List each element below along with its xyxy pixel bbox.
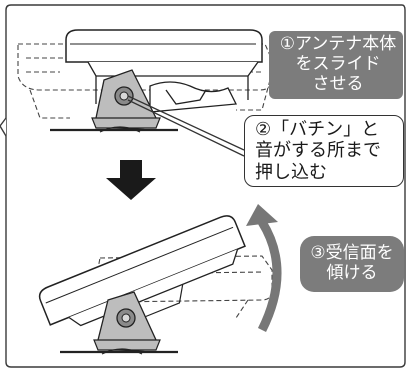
mount-top — [50, 69, 178, 133]
step-1-callout: ①アンテナ本体 をスライド させる — [269, 31, 403, 99]
step-2-callout: ②「バチン」と 音がする所まで 押し込む — [244, 115, 404, 187]
frame-connector — [0, 117, 7, 137]
step-1-line-3: させる — [312, 73, 364, 94]
antenna-body-top — [65, 29, 263, 77]
tilt-arrow-icon — [246, 204, 282, 333]
step-1-line-2: をスライド — [295, 54, 381, 75]
mount-bottom — [60, 291, 178, 355]
step-2-line-1: ②「バチン」と — [255, 119, 380, 141]
step-3-line-1: ③受信面を — [310, 243, 394, 264]
step-2-line-3: 押し込む — [255, 161, 327, 183]
step-2-line-2: 音がする所まで — [255, 140, 381, 162]
step-1-line-1: ①アンテナ本体 — [279, 34, 397, 55]
step-3-line-2: 傾ける — [326, 263, 378, 283]
frame-border — [5, 4, 406, 368]
hinge-plate-top — [95, 76, 249, 113]
leader-line — [127, 95, 245, 157]
step-3-callout: ③受信面を 傾ける — [300, 236, 404, 292]
slide-down-arrow-icon — [106, 160, 156, 200]
